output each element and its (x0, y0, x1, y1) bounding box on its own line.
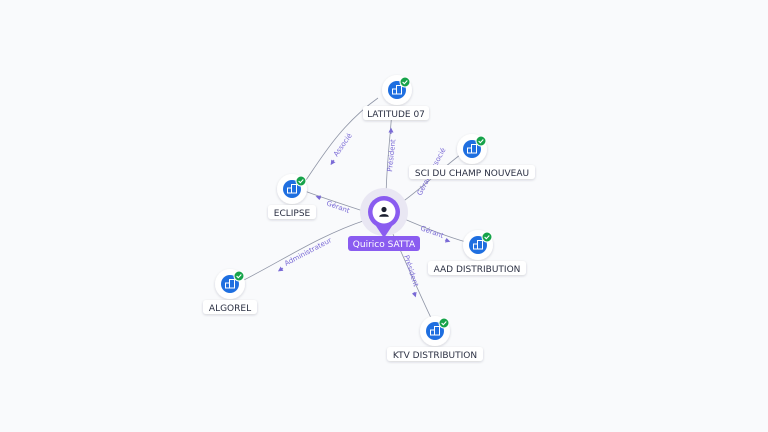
center-node[interactable]: Quirico SATTA (348, 188, 420, 251)
verified-badge-icon (399, 76, 411, 88)
verified-badge-icon (481, 231, 493, 243)
node-algorel[interactable]: ALGOREL (203, 269, 257, 314)
person-icon (379, 206, 389, 217)
company-building-icon (287, 184, 297, 194)
center-label-badge (348, 236, 420, 251)
center-node-label: Quirico SATTA (353, 240, 416, 250)
edge-label-president-latitude: Président (386, 139, 397, 173)
node-label-eclipse: ECLIPSE (274, 209, 311, 219)
company-building-icon (467, 144, 477, 154)
edge-center-algorel[interactable] (239, 219, 367, 283)
node-label-aad-distribution: AAD DISTRIBUTION (434, 265, 521, 275)
edge-label-gerant-aad: Gérant (419, 224, 445, 240)
node-label-algorel: ALGOREL (209, 304, 251, 314)
edge-label-administrateur-algorel: Administrateur (283, 236, 333, 268)
verified-badge-icon (475, 135, 487, 147)
edge-center-eclipse[interactable] (301, 189, 367, 213)
verified-badge-icon (438, 317, 450, 329)
node-eclipse[interactable]: ECLIPSE (268, 174, 316, 219)
edge-label-president-ktv: Président (402, 254, 420, 288)
node-label-sci-du-champ-nouveau: SCI DU CHAMP NOUVEAU (415, 169, 529, 179)
node-ktv-distribution[interactable]: KTV DISTRIBUTION (387, 316, 483, 361)
edge-label-associe-eclipse: Associé (332, 132, 354, 158)
node-latitude-07[interactable]: LATITUDE 07 (363, 75, 429, 120)
company-building-icon (225, 279, 235, 289)
company-building-icon (473, 240, 483, 250)
node-sci-du-champ-nouveau[interactable]: SCI DU CHAMP NOUVEAU (409, 134, 535, 179)
node-label-latitude-07: LATITUDE 07 (367, 110, 425, 120)
edge-label-gerant-eclipse: Gérant (325, 199, 351, 215)
edge-center-aad-distribution[interactable] (401, 217, 467, 243)
node-label-ktv-distribution: KTV DISTRIBUTION (393, 351, 477, 361)
company-building-icon (430, 326, 440, 336)
node-aad-distribution[interactable]: AAD DISTRIBUTION (428, 230, 526, 275)
verified-badge-icon (233, 270, 245, 282)
verified-badge-icon (295, 175, 307, 187)
company-building-icon (392, 85, 402, 95)
